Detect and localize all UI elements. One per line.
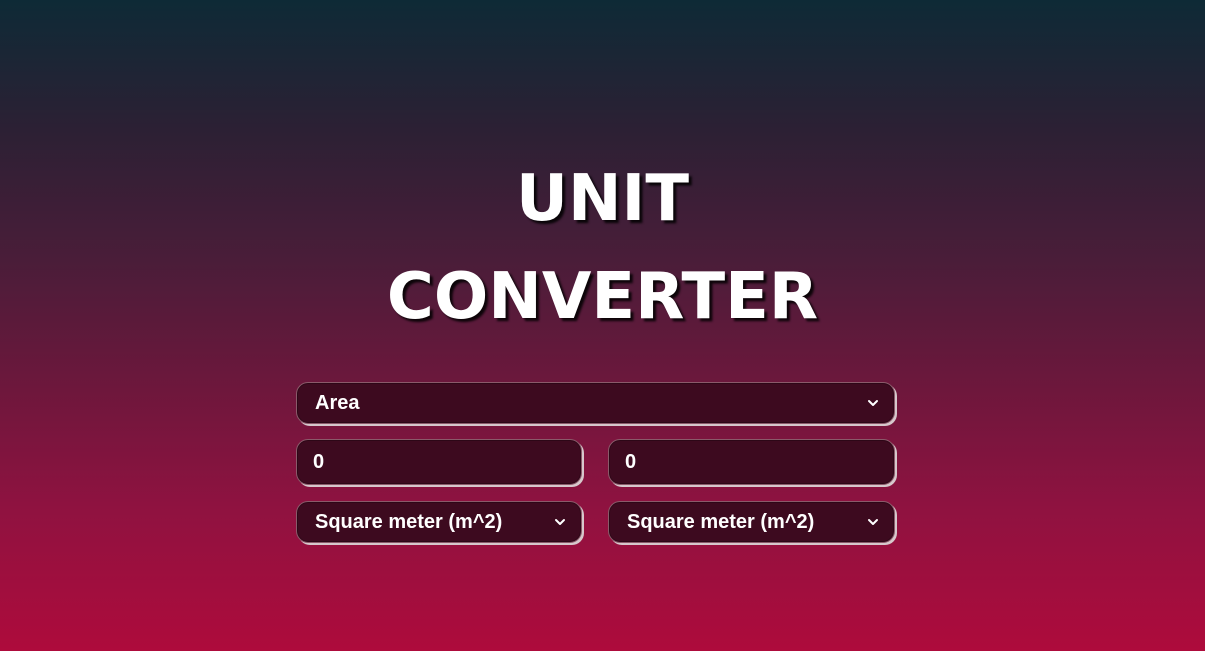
chevron-down-icon (866, 396, 880, 410)
to-unit-select[interactable]: Square meter (m^2) (608, 501, 895, 543)
to-value-text: 0 (625, 450, 637, 473)
chevron-down-icon (553, 515, 567, 529)
to-value-input[interactable]: 0 (608, 439, 895, 485)
title-line-1: UNIT (516, 162, 689, 236)
category-select[interactable]: Area (296, 382, 895, 424)
from-unit-value: Square meter (m^2) (315, 510, 503, 533)
from-value-input[interactable]: 0 (296, 439, 582, 485)
chevron-down-icon (866, 515, 880, 529)
from-unit-select[interactable]: Square meter (m^2) (296, 501, 582, 543)
title-line-2: CONVERTER (386, 260, 819, 334)
page-title: UNIT CONVERTER (0, 150, 1205, 346)
category-select-value: Area (315, 391, 360, 414)
from-value-text: 0 (313, 450, 325, 473)
to-unit-value: Square meter (m^2) (627, 510, 815, 533)
